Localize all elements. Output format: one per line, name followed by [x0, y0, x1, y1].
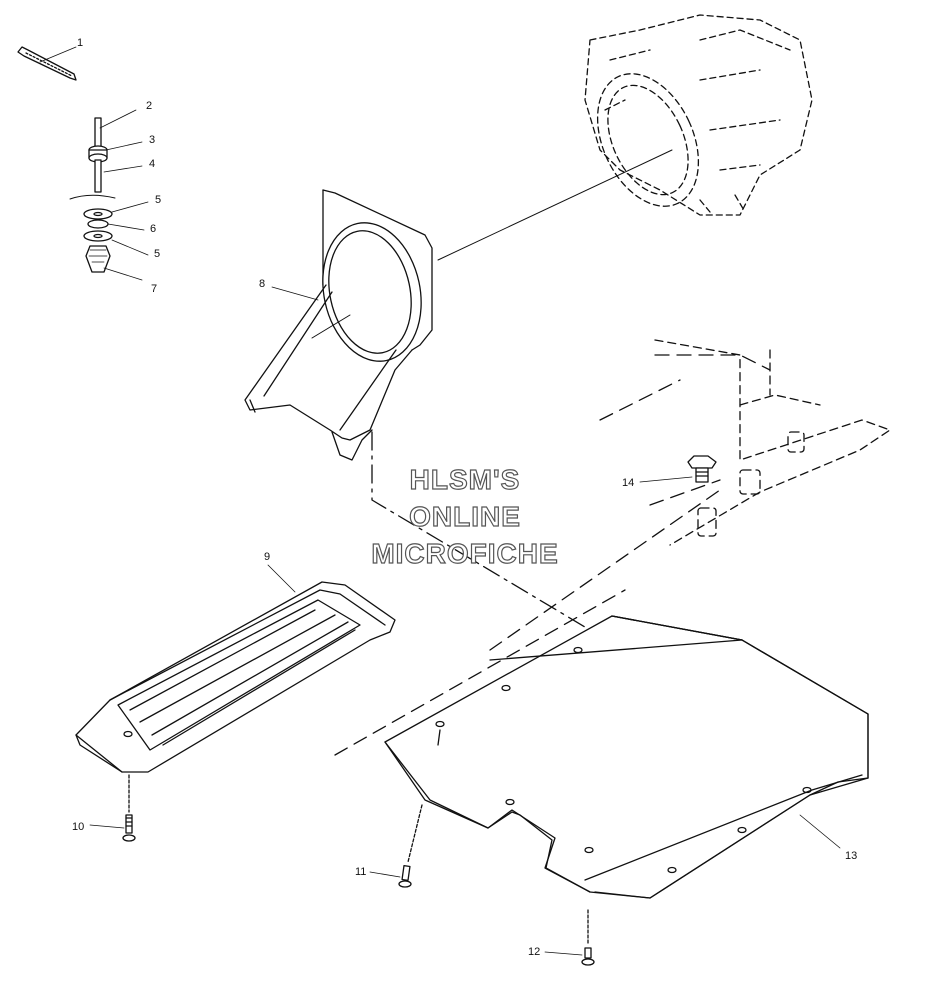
callout-11: 11	[355, 866, 367, 878]
part-14-area-dashed	[654, 339, 891, 546]
callout-3: 3	[149, 134, 156, 146]
watermark-line-3: MICROFICHE	[371, 538, 559, 569]
callout-8: 8	[259, 278, 266, 290]
parts-2-7-mount-stack	[69, 109, 149, 281]
callout-7: 7	[151, 283, 158, 295]
part-12-screw	[544, 909, 595, 966]
part-10-screw	[89, 774, 136, 842]
callout-10: 10	[72, 821, 85, 833]
callout-5b: 5	[154, 248, 161, 260]
callout-12: 12	[528, 946, 541, 958]
assembly-leader	[371, 431, 591, 841]
part-9-ride-plate	[75, 564, 396, 773]
watermark-line-2: ONLINE	[409, 501, 521, 532]
housing-leader	[437, 149, 673, 261]
callout-6: 6	[150, 223, 157, 235]
callout-13: 13	[845, 850, 858, 862]
jet-pump-housing-dashed	[584, 14, 813, 216]
part-13-cover-plate	[384, 615, 869, 899]
callout-9: 9	[264, 551, 271, 563]
part-1-cable-tie	[17, 46, 77, 81]
part-11-screw	[369, 804, 423, 888]
callout-2: 2	[146, 100, 153, 112]
part-14-fitting	[639, 455, 717, 483]
watermark-line-1: HLSM'S	[409, 464, 521, 495]
hull-outline-dashed	[334, 354, 771, 756]
callout-4: 4	[149, 158, 156, 170]
callout-1: 1	[77, 37, 84, 49]
part-8-intake-duct	[244, 189, 433, 461]
callout-5a: 5	[155, 194, 162, 206]
callout-14: 14	[622, 477, 635, 489]
